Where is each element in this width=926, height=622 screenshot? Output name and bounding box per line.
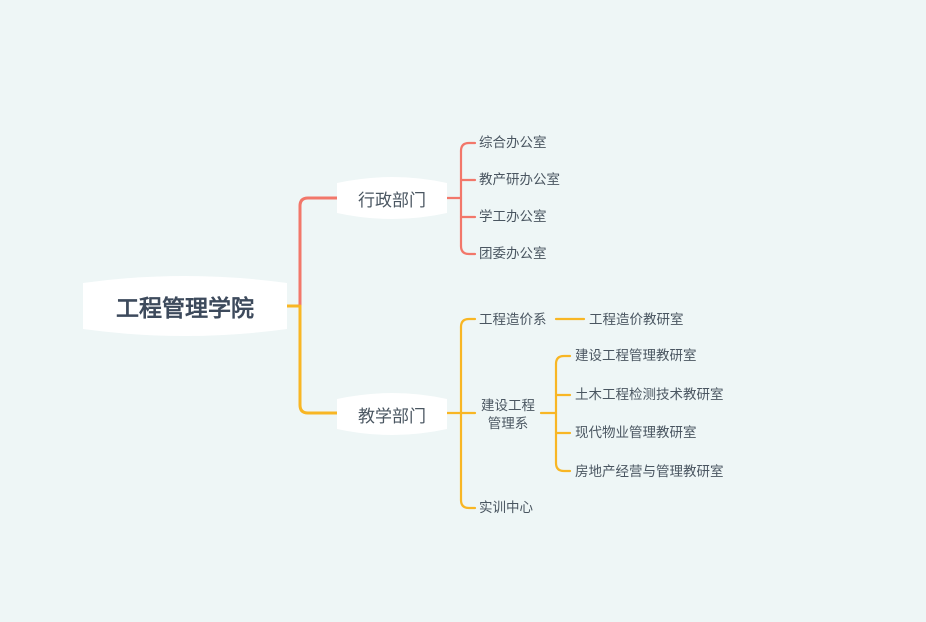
root-label: 工程管理学院 <box>116 296 254 322</box>
cost-dept-node[interactable]: 工程造价系 <box>479 312 547 328</box>
construction-dept-label-line2: 管理系 <box>487 416 529 432</box>
admin-dept-node[interactable]: 行政部门 <box>336 173 448 223</box>
training-center-node[interactable]: 实训中心 <box>479 500 533 516</box>
admin-office-league[interactable]: 团委办公室 <box>479 246 547 262</box>
teaching-to-cost <box>459 317 477 329</box>
teaching-to-training <box>459 498 477 510</box>
admin-office-student[interactable]: 学工办公室 <box>479 209 547 225</box>
construction-office-property[interactable]: 现代物业管理教研室 <box>575 425 697 441</box>
admin-office-general[interactable]: 综合办公室 <box>479 135 547 151</box>
construction-branch-3 <box>554 461 572 473</box>
cost-teaching-office[interactable]: 工程造价教研室 <box>589 312 684 328</box>
construction-dept-node[interactable]: 建设工程 管理系 <box>478 397 538 433</box>
connectors <box>285 141 586 510</box>
construction-dept-label-line1: 建设工程 <box>481 398 535 414</box>
node-shapes <box>83 177 447 435</box>
root-node[interactable]: 工程管理学院 <box>83 272 287 340</box>
teaching-shape <box>337 393 447 435</box>
admin-branch-3 <box>459 244 477 256</box>
construction-branch-0 <box>554 354 572 366</box>
construction-office-civil[interactable]: 土木工程检测技术教研室 <box>575 387 724 403</box>
admin-office-research[interactable]: 教产研办公室 <box>479 172 560 188</box>
admin-shape <box>337 177 447 219</box>
root-shape <box>83 276 287 336</box>
root-to-admin <box>298 196 339 308</box>
teaching-dept-node[interactable]: 教学部门 <box>336 389 448 439</box>
admin-dept-label: 行政部门 <box>358 190 426 211</box>
construction-office-mgmt[interactable]: 建设工程管理教研室 <box>575 348 697 364</box>
construction-office-realestate[interactable]: 房地产经营与管理教研室 <box>575 464 724 480</box>
admin-branch-0 <box>459 141 477 153</box>
teaching-dept-label: 教学部门 <box>358 406 426 427</box>
root-to-teaching <box>298 304 339 415</box>
